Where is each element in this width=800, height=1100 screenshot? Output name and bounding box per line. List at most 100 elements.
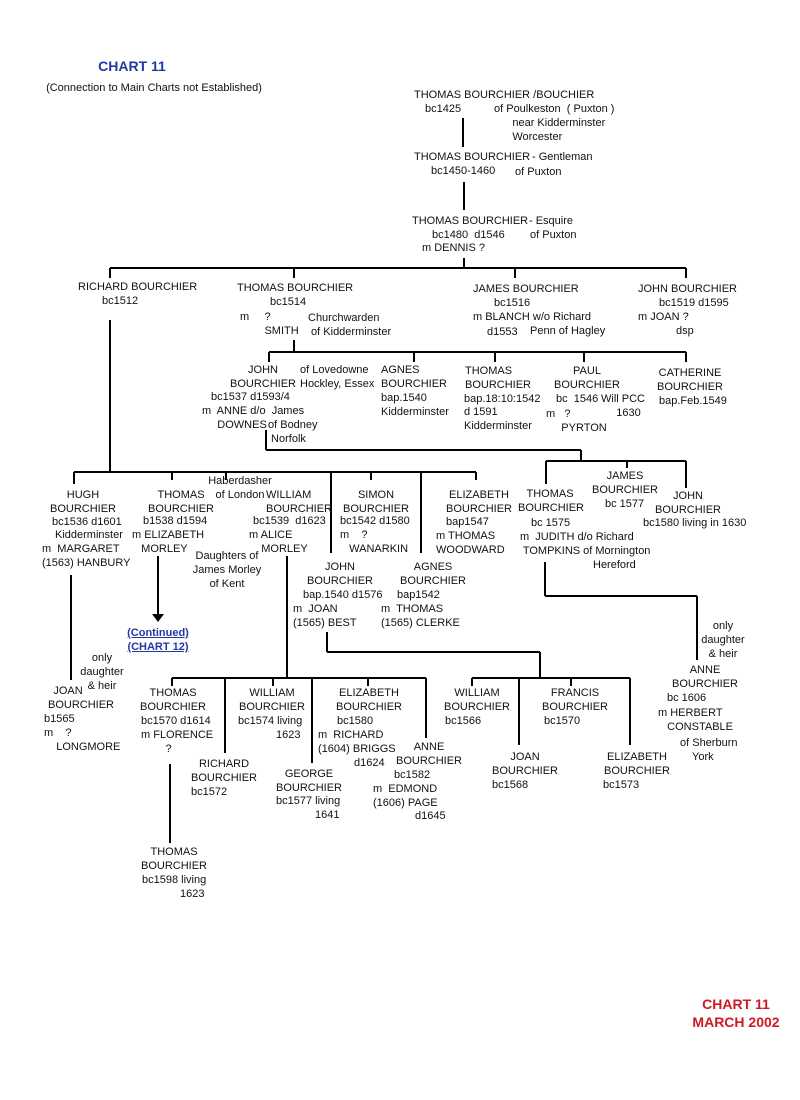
person-name: AGNES BOURCHIER: [399, 561, 466, 587]
person-dates: bc1580 living in 1630: [643, 517, 747, 529]
person-spouse-note: of Bodney Norfolk: [268, 419, 318, 445]
person-spouse: m BLANCH w/o Richard: [473, 311, 591, 323]
person-spouse: m ELIZABETH MORLEY: [132, 529, 205, 555]
person-dates: bap.18:10:1542: [464, 393, 541, 405]
person-note: of Puxton: [515, 166, 562, 178]
continued-chart-12-link[interactable]: (Continued) (CHART 12): [124, 626, 192, 654]
person-dates: bc1512: [102, 295, 139, 307]
person-dates: b1565: [44, 713, 75, 725]
person-dates: bc1573: [603, 779, 640, 791]
person-name: CATHERINE BOURCHIER: [656, 367, 723, 393]
footer-chart-label: CHART 11: [702, 996, 770, 1012]
person-spouse: m RICHARD (1604) BRIGGS: [318, 729, 396, 755]
person-spouse: m JUDITH d/o Richard TOMPKINS of Morning…: [520, 531, 651, 557]
person-spouse: m ? SMITH: [240, 311, 299, 337]
person-dates: bc1574 living: [238, 715, 303, 727]
person-note: Churchwarden of Kidderminster: [308, 312, 392, 338]
person-name: RICHARD BOURCHIER: [78, 281, 198, 293]
person-name: WILLIAM BOURCHIER: [239, 687, 306, 713]
person-spouse: m ? WANARKIN: [340, 529, 409, 555]
person-dates: bc1572: [191, 786, 228, 798]
person-name: JAMES BOURCHIER: [592, 470, 659, 496]
person-dates: b1538 d1594: [143, 515, 208, 527]
person-name: JOAN BOURCHIER: [48, 685, 115, 711]
person-dates: bap.Feb.1549: [659, 395, 727, 407]
person-spouse: m ALICE MORLEY: [249, 529, 308, 555]
continued-label[interactable]: (Continued): [127, 627, 189, 639]
person-name: THOMAS BOURCHIER: [140, 687, 207, 713]
person-death: d1645: [415, 810, 446, 822]
person-dates: bc1568: [492, 779, 529, 791]
person-dates: bc1570 d1614: [141, 715, 211, 727]
chart-12-label[interactable]: (CHART 12): [127, 641, 189, 653]
person-name: JAMES BOURCHIER: [473, 283, 579, 295]
person-dates: bc1577 living: [276, 795, 341, 807]
person-name: GEORGE BOURCHIER: [276, 768, 343, 794]
person-dates: bc1570: [544, 715, 581, 727]
person-dates: bc1516: [494, 297, 531, 309]
person-name: WILLIAM BOURCHIER: [443, 687, 510, 713]
person-dates: bc1598 living: [142, 874, 207, 886]
person-dates: bc 1575: [531, 517, 571, 529]
person-dates: bap1542: [397, 589, 440, 601]
person-name: ANNE BOURCHIER: [671, 664, 738, 690]
person-name: JOAN BOURCHIER: [492, 751, 559, 777]
person-dates: bc1425: [425, 103, 462, 115]
person-spouse: m ANNE d/o James DOWNES: [202, 405, 305, 431]
person-death: d 1591: [464, 406, 498, 418]
person-spouse: m ? LONGMORE: [44, 727, 121, 753]
person-note: Penn of Hagley: [530, 325, 606, 337]
person-dates: bc1580: [337, 715, 374, 727]
person-death: 1641: [315, 809, 340, 821]
person-dates: bc1542 d1580: [340, 515, 410, 527]
person-name: FRANCIS BOURCHIER: [542, 687, 609, 713]
person-death: d1624: [354, 757, 385, 769]
person-name: ELIZABETH BOURCHIER: [335, 687, 402, 713]
person-spouse: m MARGARET (1563) HANBURY: [42, 543, 131, 569]
person-note: Kidderminster: [55, 529, 123, 541]
person-spouse: m THOMAS (1565) CLERKE: [381, 603, 460, 629]
person-dates: bc1582: [394, 769, 431, 781]
person-note: of Sherburn York: [680, 737, 738, 763]
person-dates: bc1514: [270, 296, 307, 308]
person-dates: bap.1540: [381, 392, 427, 404]
person-dates: bc1480 d1546: [432, 229, 505, 241]
person-note: Haberdasher of London: [208, 475, 272, 501]
person-note: of Lovedowne Hockley, Essex: [300, 364, 375, 390]
morley-note: Daughters of James Morley of Kent: [192, 550, 262, 590]
person-dates: bc1539 d1623: [253, 515, 326, 527]
person-name: JOHN BOURCHIER: [230, 364, 297, 390]
person-death: 1623: [276, 729, 301, 741]
person-dates: bc1450-1460: [431, 165, 496, 177]
person-name: HUGH BOURCHIER: [49, 489, 116, 515]
person-note: Hereford: [593, 559, 636, 571]
person-dates: bap.1540 d1576: [303, 589, 383, 601]
person-name: WILLIAM BOURCHIER: [266, 489, 333, 515]
person-note: Kidderminster: [464, 420, 532, 432]
person-spouse: m THOMAS WOODWARD: [436, 530, 505, 556]
person-spouse: m FLORENCE ?: [141, 729, 214, 755]
person-name: RICHARD BOURCHIER: [191, 758, 258, 784]
person-name: THOMAS BOURCHIER: [465, 365, 532, 391]
person-name: JOHN BOURCHIER: [306, 561, 373, 587]
heir-note: only daughter & heir: [701, 620, 745, 660]
person-dates: bc 1606: [667, 692, 707, 704]
person-spouse: m JOAN (1565) BEST: [293, 603, 357, 629]
person-dates: bc 1577: [605, 498, 645, 510]
person-name: PAUL BOURCHIER: [553, 365, 620, 391]
person-name: JOHN BOURCHIER: [655, 490, 722, 516]
person-name: SIMON BOURCHIER: [342, 489, 409, 515]
person-name: THOMAS BOURCHIER: [147, 489, 214, 515]
person-note: Kidderminster: [381, 406, 449, 418]
person-dates: bap1547: [446, 516, 489, 528]
person-name: JOHN BOURCHIER: [638, 283, 738, 295]
person-name: THOMAS BOURCHIER: [412, 215, 529, 227]
person-role: - Esquire: [529, 215, 574, 227]
heir-note: only daughter & heir: [80, 652, 124, 692]
person-spouse: m DENNIS ?: [422, 242, 485, 254]
person-death: 1623: [180, 888, 205, 900]
person-name: THOMAS BOURCHIER: [414, 151, 531, 163]
chart-title: CHART 11: [98, 58, 166, 74]
person-spouse: m HERBERT CONSTABLE: [658, 707, 733, 733]
